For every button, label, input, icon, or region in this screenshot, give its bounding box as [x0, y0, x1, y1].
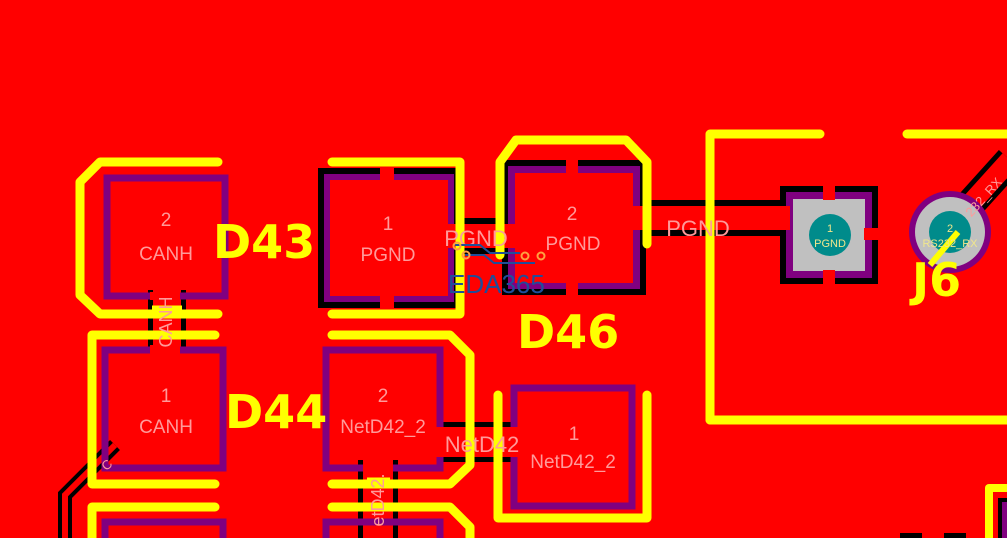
j6-pad-2-net: RS232_RX [922, 238, 978, 250]
refdes-d43: D43 [213, 215, 315, 269]
trace-label-pgnd-1: PGND [444, 226, 508, 251]
refdes-d44: D44 [225, 385, 327, 439]
d43-silk-left [75, 157, 223, 319]
refdes-j6: J6 [909, 253, 961, 307]
j6-pad-2-drill [929, 211, 971, 253]
via-icon [520, 251, 530, 261]
via-icon [452, 241, 462, 251]
via-icon [536, 251, 546, 261]
trace-canh-left[interactable] [58, 440, 120, 538]
j6-silk-left [705, 129, 825, 425]
d46-pad-2[interactable] [502, 160, 648, 296]
j6-pad-1-num: 1 [827, 223, 833, 235]
trace-label-canh: CANH [156, 296, 176, 347]
via-icon [461, 250, 471, 260]
d43-pad-2-num: 2 [161, 210, 172, 231]
d47-silk [87, 502, 220, 538]
d47-pad-partial[interactable] [101, 518, 227, 538]
d44-pad-2[interactable] [322, 346, 446, 472]
component-partial-right[interactable] [985, 484, 1007, 538]
d45-silk [493, 390, 652, 523]
d46-silk [495, 135, 652, 260]
watermark-text: EDA365 [448, 269, 545, 299]
d43-pad-2-net: CANH [139, 244, 193, 265]
d44-silk-right [327, 330, 475, 489]
trace-label-netd42-vertical: etD42. [368, 473, 388, 526]
d43-pad-1-net: PGND [361, 245, 416, 266]
j6-pin1-mark [927, 230, 961, 267]
d48-pad-partial[interactable] [322, 518, 444, 538]
d44-pad-2-net: NetD42_2 [340, 417, 426, 438]
refdes-d46: D46 [517, 305, 619, 359]
d44-pad-1[interactable] [101, 345, 227, 472]
d45-pad-1-net: NetD42_2 [530, 452, 616, 473]
d46-pad-2-net: PGND [546, 234, 601, 255]
trace-label-netd42: NetD42 [445, 432, 520, 457]
d45-pad-1[interactable] [510, 384, 636, 510]
d44-pad-2-num: 2 [378, 386, 389, 407]
clearance-mark [900, 533, 922, 538]
d43-silk-right [327, 157, 465, 319]
trace-label-pgnd-2: PGND [666, 216, 730, 241]
j6-pad-2[interactable] [909, 191, 991, 273]
d43-pad-1[interactable] [318, 168, 460, 308]
j6-pad-1-drill [809, 214, 851, 256]
d46-pad-2-num: 2 [567, 204, 578, 225]
d43-pad-2[interactable] [103, 174, 229, 300]
clearance-mark [944, 533, 966, 538]
d48-silk [327, 502, 475, 538]
d43-pad-1-num: 1 [383, 214, 394, 235]
eda365-watermark: EDA365 [448, 241, 546, 299]
d44-pad-1-net: CANH [139, 417, 193, 438]
j6-pad-1-net: PGND [814, 238, 846, 250]
j6-pad-1[interactable] [776, 186, 880, 284]
d44-silk-left [87, 330, 220, 489]
d45-pad-1-num: 1 [569, 424, 580, 445]
j6-pad-2-num: 2 [947, 223, 953, 235]
d44-pad-1-num: 1 [161, 386, 172, 407]
